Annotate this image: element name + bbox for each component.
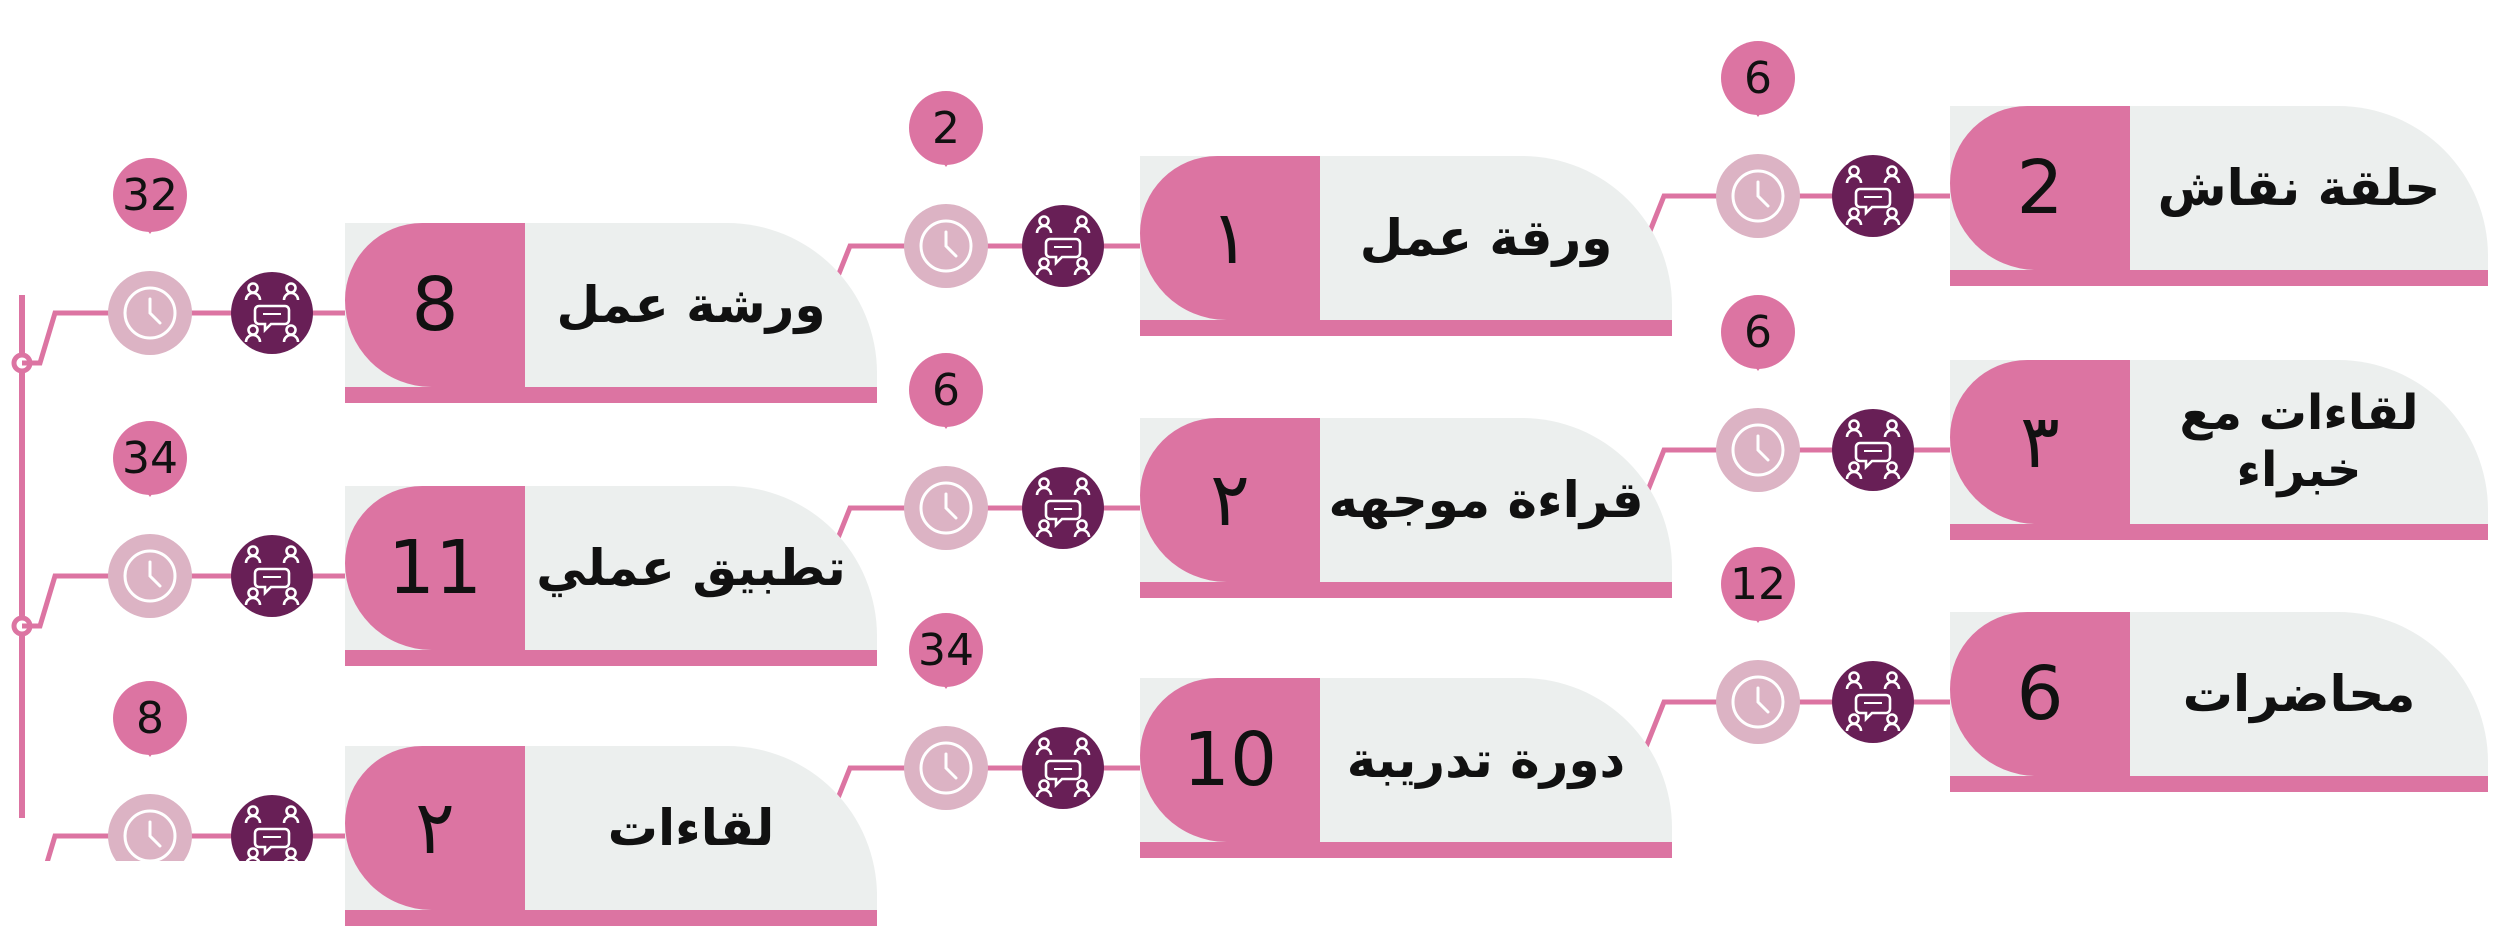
card-underline bbox=[1140, 582, 1672, 598]
clock-icon bbox=[108, 534, 192, 618]
clock-icon bbox=[904, 204, 988, 288]
clock-icon bbox=[1716, 154, 1800, 238]
duration-value: 34 bbox=[122, 432, 178, 484]
card-underline bbox=[345, 910, 877, 926]
discussion-group-icon bbox=[1832, 155, 1914, 237]
duration-value: 2 bbox=[932, 102, 960, 154]
activity-card: 8 ورشة عمل bbox=[345, 223, 877, 403]
clock-icon bbox=[108, 271, 192, 355]
activity-count: 6 bbox=[1950, 612, 2130, 776]
duration-value: 8 bbox=[136, 692, 164, 744]
activity-count: ٢ bbox=[345, 746, 525, 910]
activity-card: 2 حلقة نقاش bbox=[1950, 106, 2488, 286]
duration-value: 6 bbox=[1744, 306, 1772, 358]
discussion-group-icon bbox=[1832, 661, 1914, 743]
duration-pin: 32 bbox=[113, 158, 187, 234]
card-underline bbox=[1950, 270, 2488, 286]
discussion-group-icon bbox=[1022, 205, 1104, 287]
activity-count: 2 bbox=[1950, 106, 2130, 270]
activity-card: ١ ورقة عمل bbox=[1140, 156, 1672, 336]
activity-count: ٢ bbox=[1140, 418, 1320, 582]
activity-card: 6 محاضرات bbox=[1950, 612, 2488, 792]
activity-count: 11 bbox=[345, 486, 525, 650]
activity-label: محاضرات bbox=[2182, 664, 2416, 723]
duration-value: 6 bbox=[1744, 52, 1772, 104]
activity-count: 8 bbox=[345, 223, 525, 387]
activities-diagram: 8 ورشة عمل 32 11 تطبيق عملي 34 ٢ لقاءات … bbox=[11, 41, 2488, 926]
card-underline bbox=[345, 650, 877, 666]
clock-icon bbox=[1716, 660, 1800, 744]
clock-icon bbox=[904, 726, 988, 810]
duration-pin: 6 bbox=[1721, 41, 1795, 117]
duration-pin: 6 bbox=[909, 353, 983, 429]
discussion-group-icon bbox=[1022, 467, 1104, 549]
duration-pin: 8 bbox=[113, 681, 187, 757]
activity-card: 10 دورة تدريبة bbox=[1140, 678, 1672, 858]
card-underline bbox=[1950, 524, 2488, 540]
card-underline bbox=[345, 387, 877, 403]
activity-card: 11 تطبيق عملي bbox=[345, 486, 877, 666]
activity-count: ١ bbox=[1140, 156, 1320, 320]
discussion-group-icon bbox=[1832, 409, 1914, 491]
duration-pin: 34 bbox=[113, 421, 187, 497]
activity-label: تطبيق عملي bbox=[536, 538, 846, 597]
card-underline bbox=[1140, 320, 1672, 336]
activity-label: دورة تدريبة bbox=[1346, 730, 1626, 789]
discussion-group-icon bbox=[231, 272, 313, 354]
card-underline bbox=[1950, 776, 2488, 792]
duration-value: 34 bbox=[918, 624, 974, 676]
duration-pin: 34 bbox=[909, 613, 983, 689]
duration-pin: 6 bbox=[1721, 295, 1795, 371]
duration-pin: 12 bbox=[1721, 547, 1795, 623]
activity-card: ٢ لقاءات bbox=[345, 746, 877, 926]
activity-label: ورقة عمل bbox=[1359, 208, 1613, 267]
duration-value: 32 bbox=[122, 169, 178, 221]
duration-pin: 2 bbox=[909, 91, 983, 167]
activity-card: ٢ قراءة موجهه bbox=[1140, 418, 1672, 598]
duration-value: 12 bbox=[1730, 558, 1786, 610]
activity-card: ٣ لقاءات مع خبراء bbox=[1950, 360, 2488, 540]
clock-icon bbox=[1716, 408, 1800, 492]
card-underline bbox=[1140, 842, 1672, 858]
activity-count: ٣ bbox=[1950, 360, 2130, 524]
activity-label: ورشة عمل bbox=[556, 275, 826, 334]
activity-label: لقاءات bbox=[607, 798, 775, 857]
discussion-group-icon bbox=[231, 795, 313, 861]
duration-value: 6 bbox=[932, 364, 960, 416]
activity-count: 10 bbox=[1140, 678, 1320, 842]
activity-label: حلقة نقاش bbox=[2157, 158, 2441, 217]
activity-label: قراءة موجهه bbox=[1328, 470, 1644, 529]
activity-label: لقاءات مع خبراء bbox=[2179, 385, 2419, 498]
discussion-group-icon bbox=[1022, 727, 1104, 809]
clock-icon bbox=[108, 794, 192, 861]
clock-icon bbox=[904, 466, 988, 550]
discussion-group-icon bbox=[231, 535, 313, 617]
